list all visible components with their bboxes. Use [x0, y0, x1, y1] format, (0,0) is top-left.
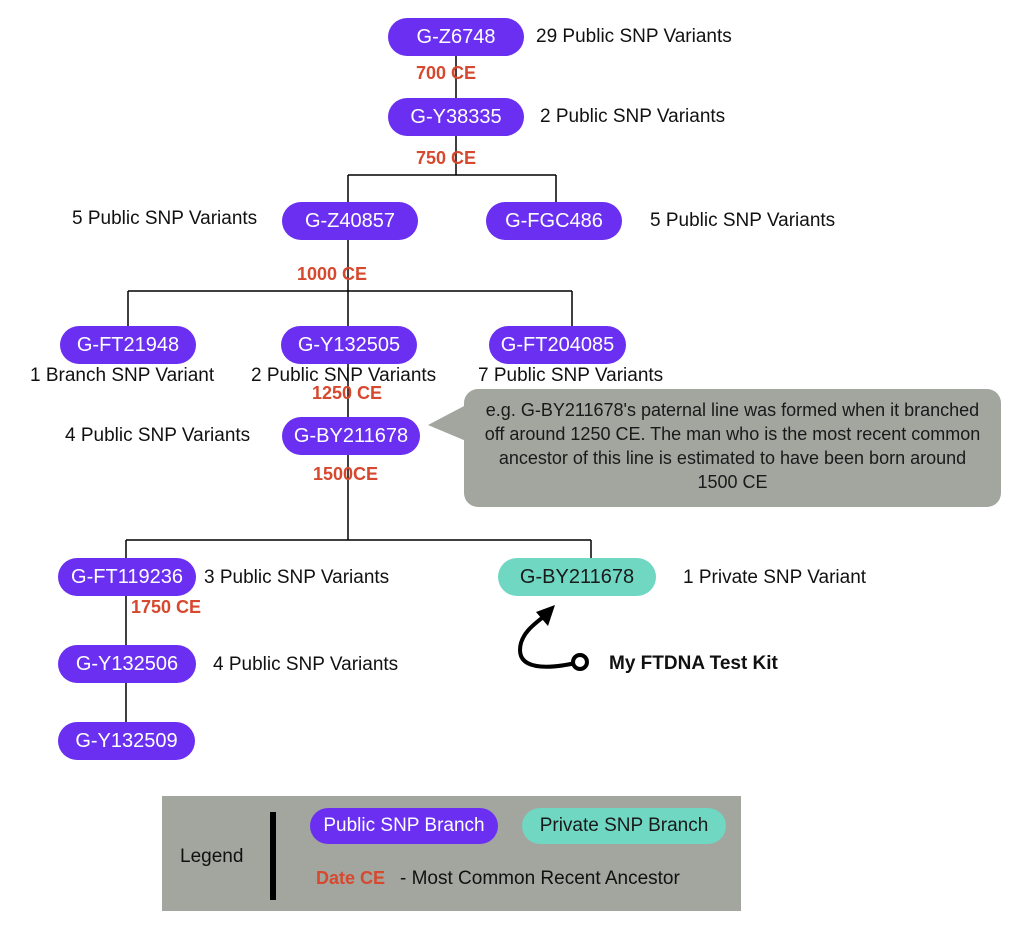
node-by211678: G-BY211678 — [282, 417, 420, 455]
date-1250: 1250 CE — [312, 383, 383, 403]
node-y132509: G-Y132509 — [58, 722, 195, 760]
variants-by211678-private: 1 Private SNP Variant — [683, 567, 867, 588]
variants-ft21948: 1 Branch SNP Variant — [30, 365, 215, 386]
legend-box: Legend Public SNP Branch Private SNP Bra… — [162, 796, 741, 911]
node-y132505: G-Y132505 — [281, 326, 417, 364]
explanation-callout: e.g. G-BY211678's paternal line was form… — [464, 389, 1001, 507]
legend-title: Legend — [180, 846, 244, 867]
legend-date-label: Date CE — [316, 868, 386, 888]
variants-by211678: 4 Public SNP Variants — [65, 425, 251, 446]
variants-ft204085: 7 Public SNP Variants — [478, 365, 664, 386]
legend-divider — [270, 812, 276, 900]
node-z6748: G-Z6748 — [388, 18, 524, 56]
node-y38335: G-Y38335 — [388, 98, 524, 136]
variants-y38335: 2 Public SNP Variants — [540, 106, 726, 127]
date-750: 750 CE — [416, 148, 477, 168]
node-z40857: G-Z40857 — [282, 202, 418, 240]
node-by211678-private: G-BY211678 — [498, 558, 656, 596]
callout-pointer — [428, 405, 466, 441]
node-fgc486: G-FGC486 — [486, 202, 622, 240]
node-ft21948: G-FT21948 — [60, 326, 196, 364]
variants-fgc486: 5 Public SNP Variants — [650, 210, 836, 231]
arrow-head-icon — [536, 605, 555, 626]
node-y132506: G-Y132506 — [58, 645, 196, 683]
curved-arrow-icon — [517, 610, 582, 669]
date-1500: 1500CE — [313, 464, 379, 484]
date-1000: 1000 CE — [297, 264, 368, 284]
test-kit-label: My FTDNA Test Kit — [609, 653, 778, 674]
date-700: 700 CE — [416, 63, 477, 83]
node-ft204085: G-FT204085 — [489, 326, 626, 364]
date-1750: 1750 CE — [131, 597, 202, 617]
variants-ft119236: 3 Public SNP Variants — [204, 567, 390, 588]
variants-z40857: 5 Public SNP Variants — [72, 208, 258, 229]
variants-y132506: 4 Public SNP Variants — [213, 654, 399, 675]
variants-z6748: 29 Public SNP Variants — [536, 26, 732, 47]
legend-public-branch: Public SNP Branch — [310, 808, 498, 844]
node-ft119236: G-FT119236 — [58, 558, 196, 596]
legend-private-branch: Private SNP Branch — [522, 808, 726, 844]
kit-marker-icon — [571, 653, 589, 671]
variants-y132505: 2 Public SNP Variants — [251, 365, 437, 386]
legend-date-description: - Most Common Recent Ancestor — [400, 868, 680, 889]
